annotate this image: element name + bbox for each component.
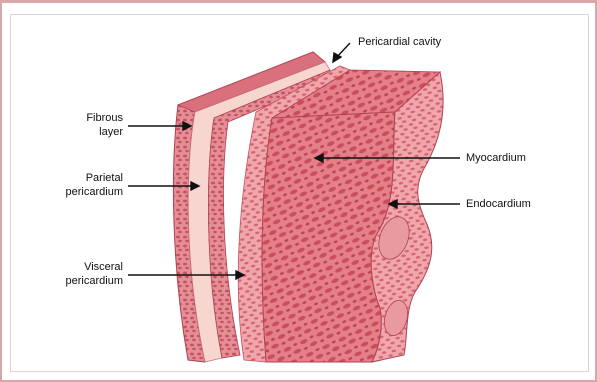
label-fibrous-layer-2: layer xyxy=(70,126,123,139)
label-myocardium: Myocardium xyxy=(466,152,526,165)
label-parietal-1: Parietal xyxy=(50,172,123,185)
label-visceral-2: pericardium xyxy=(50,275,123,288)
label-pericardial-cavity: Pericardial cavity xyxy=(358,36,441,49)
label-visceral-1: Visceral xyxy=(50,261,123,274)
label-fibrous-layer-1: Fibrous xyxy=(70,112,123,125)
label-parietal-2: pericardium xyxy=(50,186,123,199)
label-endocardium: Endocardium xyxy=(466,198,531,211)
